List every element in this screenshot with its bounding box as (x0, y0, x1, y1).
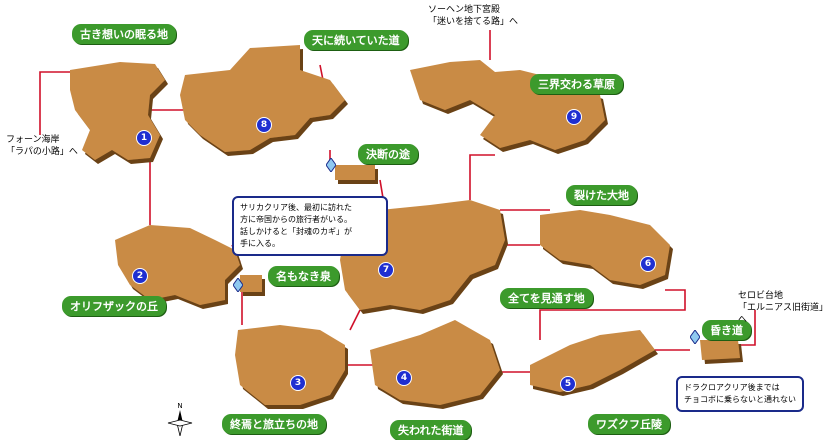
note-dracro: ドラクロアクリア後までは チョコボに乗らないと通れない (676, 376, 804, 412)
land-kuregi (700, 340, 740, 360)
marker-area-1[interactable]: 1 (136, 130, 152, 146)
compass-icon: N (167, 402, 193, 436)
land-area-1 (70, 62, 165, 160)
label-kuregi: 昏き道 (702, 320, 751, 340)
label-area-8: 天に続いていた道 (304, 30, 408, 50)
land-ketsudan (335, 165, 375, 180)
land-area-2 (115, 225, 240, 305)
landmasses (70, 45, 740, 405)
marker-area-6[interactable]: 6 (640, 256, 656, 272)
land-area-6 (540, 210, 670, 285)
label-area-4: 失われた街道 (390, 420, 472, 440)
label-area-6: 裂けた大地 (566, 185, 637, 205)
land-area-4 (370, 320, 500, 405)
marker-area-3[interactable]: 3 (290, 375, 306, 391)
note-sarika: サリカクリア後、最初に訪れた 方に帝国からの旅行者がいる。 話しかけると「封魂の… (232, 196, 388, 256)
label-area-3: 終焉と旅立ちの地 (222, 414, 326, 434)
marker-area-7[interactable]: 7 (378, 262, 394, 278)
label-area-2: オリフザックの丘 (62, 296, 166, 316)
exit-north: ソーヘン地下宮殿 「迷いを捨てる路」へ (428, 5, 519, 27)
land-area-5 (530, 330, 655, 392)
marker-area-4[interactable]: 4 (396, 370, 412, 386)
exit-west: フォーン海岸 「ラパの小路」へ (6, 135, 78, 157)
crystal-icon (326, 158, 336, 172)
label-area-7: 全てを見通す地 (500, 288, 593, 308)
land-area-3 (235, 325, 345, 405)
marker-area-8[interactable]: 8 (256, 117, 272, 133)
land-area-8 (180, 45, 345, 152)
label-area-9: 三界交わる草原 (530, 74, 623, 94)
label-area-5: ワズクフ丘陵 (588, 414, 670, 434)
marker-area-9[interactable]: 9 (566, 109, 582, 125)
crystal-icon (233, 278, 243, 292)
marker-area-2[interactable]: 2 (132, 268, 148, 284)
compass-north-letter: N (177, 402, 182, 410)
label-namonaki: 名もなき泉 (268, 266, 339, 286)
crystal-icon (690, 330, 700, 344)
exit-east: セロビ台地 「エルニアス旧街道」へ (738, 291, 829, 325)
route-lines (39, 30, 756, 373)
land-namonaki (240, 275, 262, 292)
label-area-1: 古き想いの眠る地 (72, 24, 176, 44)
label-ketsudan: 決断の途 (358, 144, 418, 164)
marker-area-5[interactable]: 5 (560, 376, 576, 392)
